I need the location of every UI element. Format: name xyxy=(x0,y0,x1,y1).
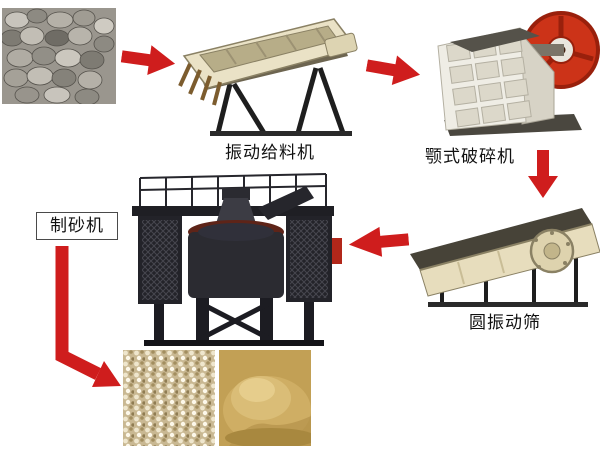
arrow-feeder-to-crusher xyxy=(363,50,423,96)
fine-sand-image xyxy=(219,350,311,446)
jaw-crusher-image xyxy=(424,2,600,142)
jaw-crusher-label: 颚式破碎机 xyxy=(425,147,515,166)
right-arrow-icon xyxy=(365,55,421,85)
arrow-screen-to-sandmaker xyxy=(348,223,411,265)
vibrating-feeder-label: 振动给料机 xyxy=(225,143,315,162)
sand-maker-illustration xyxy=(132,173,342,346)
left-arrow-icon xyxy=(348,226,410,257)
vibrating-feeder-image xyxy=(178,6,368,141)
vibrating-screen-image xyxy=(408,196,600,308)
coarse-sand-image xyxy=(123,350,215,446)
raw-material-photo xyxy=(2,8,116,104)
stone-pile-image xyxy=(2,8,116,104)
elbow-arrow-icon xyxy=(55,246,121,387)
down-arrow-icon xyxy=(528,150,558,198)
arrow-crusher-to-screen xyxy=(527,150,559,203)
arrow-sandmaker-to-product xyxy=(46,244,138,405)
sand-maker-label: 制砂机 xyxy=(36,212,118,241)
fine-sand-photo xyxy=(219,350,311,446)
vibrating-screen-illustration xyxy=(410,208,600,307)
sand-maker-label-wrap: 制砂机 xyxy=(36,212,118,241)
coarse-sand-photo xyxy=(123,350,215,446)
vibrating-feeder-illustration xyxy=(178,18,358,136)
arrow-raw-to-feeder xyxy=(119,40,178,84)
sand-maker-image xyxy=(118,168,348,348)
right-arrow-icon xyxy=(120,45,176,76)
vibrating-screen-label: 圆振动筛 xyxy=(469,313,541,332)
jaw-crusher-illustration xyxy=(437,11,600,136)
